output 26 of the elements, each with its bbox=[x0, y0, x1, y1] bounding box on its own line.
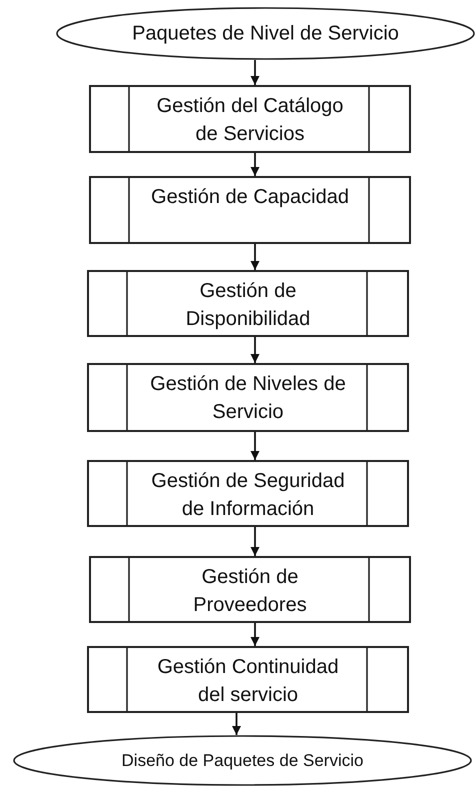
subprocess-box bbox=[87, 363, 409, 432]
arrow bbox=[250, 432, 260, 460]
subprocess-box bbox=[87, 646, 409, 713]
process-label: Gestión del Catálogo de Servicios bbox=[156, 94, 344, 147]
terminal-label: Diseño de Paquetes de Servicio bbox=[120, 750, 364, 770]
arrow bbox=[250, 337, 260, 363]
process-label: Gestión de Capacidad bbox=[150, 185, 350, 210]
arrow bbox=[250, 153, 260, 176]
subprocess-box bbox=[89, 176, 411, 244]
subprocess-box bbox=[87, 270, 409, 337]
process-label: Gestión de Niveles de Servicio bbox=[149, 372, 347, 425]
terminal-ellipse bbox=[56, 7, 475, 60]
arrow bbox=[250, 244, 260, 270]
arrow bbox=[250, 623, 260, 646]
process-label: Gestión Continuidad del servicio bbox=[156, 655, 340, 708]
arrow bbox=[250, 527, 260, 556]
process-label: Gestión de Proveedores bbox=[192, 565, 308, 618]
terminal-label: Paquetes de Nivel de Servicio bbox=[131, 22, 400, 45]
terminal-ellipse bbox=[13, 735, 472, 786]
arrow bbox=[232, 713, 241, 735]
process-label: Gestión de Seguridad de Información bbox=[150, 469, 346, 522]
subprocess-box bbox=[87, 460, 409, 527]
subprocess-box bbox=[89, 556, 411, 623]
arrow bbox=[250, 60, 260, 85]
process-label: Gestión de Disponibilidad bbox=[184, 279, 312, 332]
subprocess-box bbox=[89, 85, 411, 153]
